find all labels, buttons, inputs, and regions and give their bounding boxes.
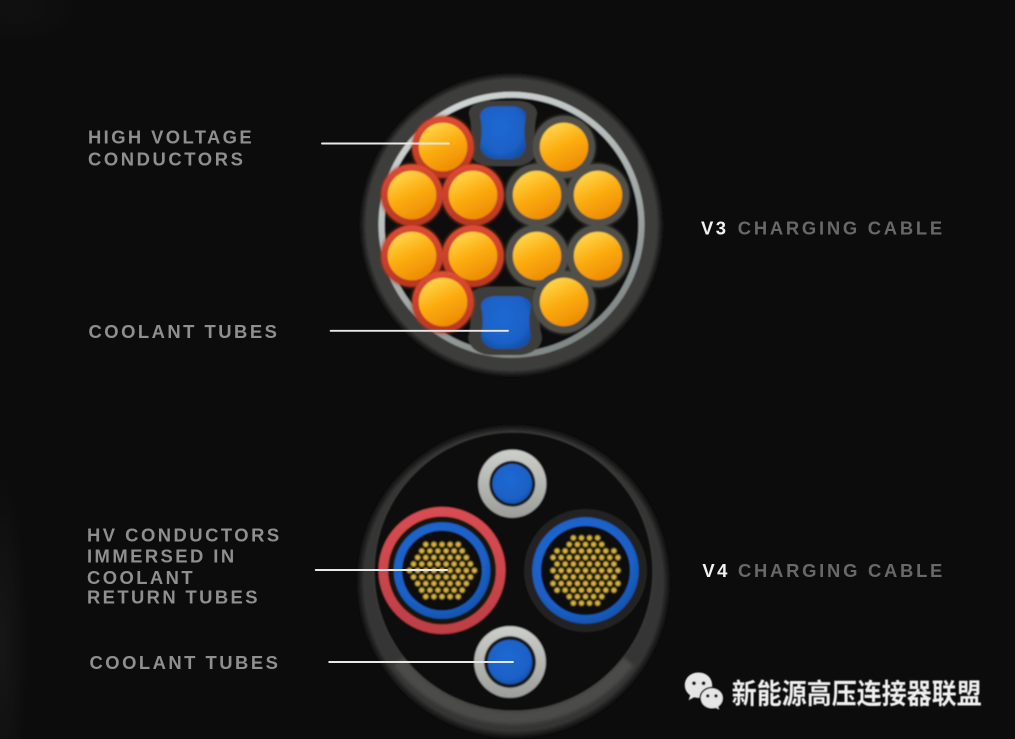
svg-text:COOLANT: COOLANT (87, 567, 195, 588)
svg-text:COOLANT TUBES: COOLANT TUBES (89, 321, 280, 342)
svg-text:V3: V3 (701, 218, 729, 239)
svg-text:CHARGING CABLE: CHARGING CABLE (738, 560, 945, 581)
svg-text:HIGH VOLTAGE: HIGH VOLTAGE (88, 126, 254, 147)
svg-text:CHARGING CABLE: CHARGING CABLE (738, 218, 945, 239)
svg-text:V4: V4 (702, 560, 730, 581)
svg-text:IMMERSED IN: IMMERSED IN (87, 546, 237, 567)
svg-text:RETURN TUBES: RETURN TUBES (87, 587, 260, 608)
svg-text:HV CONDUCTORS: HV CONDUCTORS (87, 525, 282, 546)
svg-text:COOLANT TUBES: COOLANT TUBES (90, 652, 281, 673)
svg-text:CONDUCTORS: CONDUCTORS (88, 148, 245, 169)
